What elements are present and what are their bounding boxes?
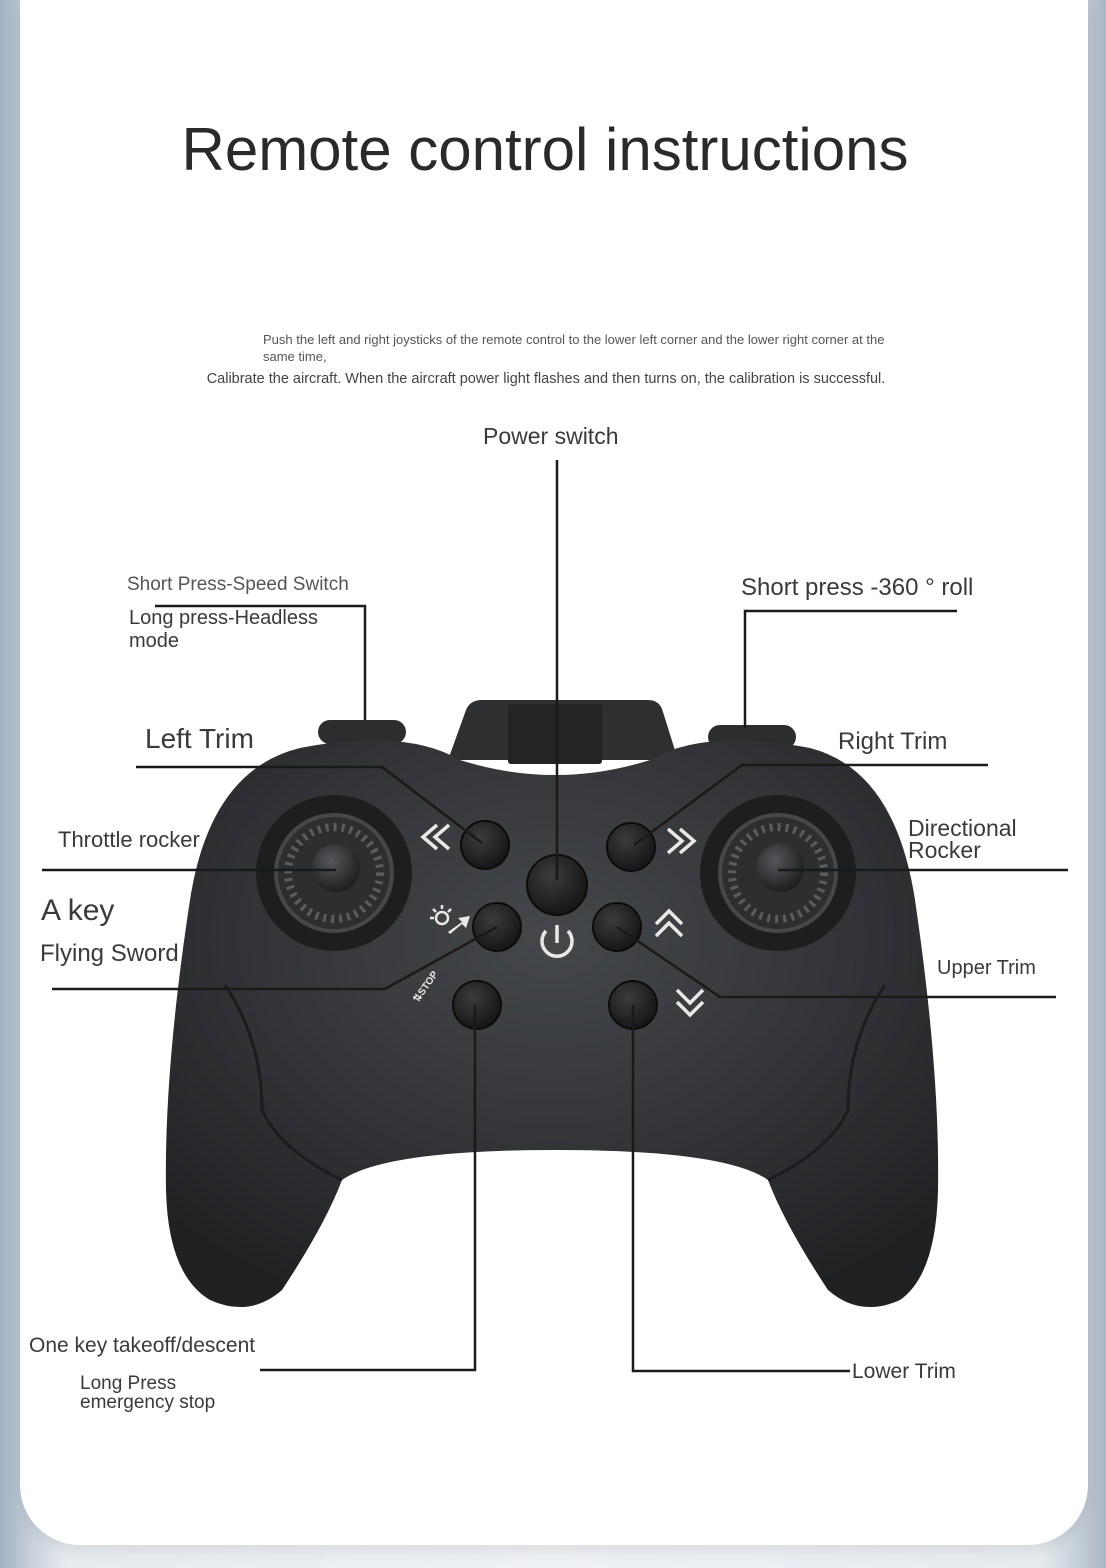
controller-grip-seam-left xyxy=(223,984,343,1182)
label-speed-switch: Short Press-Speed Switch xyxy=(127,574,349,595)
label-upper-trim: Upper Trim xyxy=(937,957,1036,979)
label-takeoff-descent: One key takeoff/descent xyxy=(29,1334,255,1357)
label-headless-mode-line2: mode xyxy=(129,630,179,652)
power-icon xyxy=(540,925,574,958)
double-chevron-up-icon xyxy=(654,908,684,938)
speed-switch-leader xyxy=(155,604,367,720)
label-flying-sword: Flying Sword xyxy=(40,940,179,967)
label-left-trim: Left Trim xyxy=(145,723,254,754)
flying-sword-leader xyxy=(52,925,498,991)
leader-lines xyxy=(42,460,1068,1373)
left-shoulder-button[interactable] xyxy=(318,720,406,744)
label-headless-mode-line1: Long press-Headless xyxy=(129,607,318,629)
label-a-key: A key xyxy=(41,894,114,927)
flying-sword-icon xyxy=(430,905,470,934)
throttle-rocker-ridges xyxy=(284,823,384,923)
label-throttle-rocker: Throttle rocker xyxy=(58,827,200,852)
label-emergency-stop-line2: emergency stop xyxy=(80,1392,215,1413)
upper-trim-leader xyxy=(616,925,1056,999)
throttle-rocker-stick[interactable] xyxy=(312,844,360,892)
label-right-trim: Right Trim xyxy=(838,728,947,755)
instruction-line-1: Push the left and right joysticks of the… xyxy=(263,332,885,364)
label-roll-360: Short press -360 ° roll xyxy=(741,574,973,601)
label-lower-trim: Lower Trim xyxy=(852,1360,956,1383)
label-emergency-stop-line1: Long Press xyxy=(80,1373,176,1394)
right-trim-leader xyxy=(633,763,988,847)
roll-360-leader xyxy=(743,609,957,728)
double-chevron-down-icon xyxy=(675,988,705,1018)
controller-top-slot xyxy=(508,704,602,764)
takeoff-descent-leader xyxy=(260,1005,477,1372)
double-chevron-left-icon xyxy=(420,823,451,851)
label-directional-rocker-line1: Directional xyxy=(908,815,1017,841)
instruction-line-2: Calibrate the aircraft. When the aircraf… xyxy=(206,371,886,387)
controller-grip-seam-right xyxy=(767,984,887,1182)
directional-rocker-stick[interactable] xyxy=(756,844,804,892)
lower-trim-leader xyxy=(631,1005,850,1373)
left-trim-leader xyxy=(136,765,483,844)
directional-rocker-ridges xyxy=(728,823,828,923)
right-trim-button[interactable] xyxy=(606,822,656,872)
left-trim-button[interactable] xyxy=(460,820,510,870)
takeoff-descent-button[interactable] xyxy=(452,980,502,1030)
label-directional-rocker-line2: Rocker xyxy=(908,837,981,863)
double-chevron-right-icon xyxy=(666,827,697,855)
page-title: Remote control instructions xyxy=(181,116,909,183)
label-power-switch: Power switch xyxy=(483,423,618,449)
